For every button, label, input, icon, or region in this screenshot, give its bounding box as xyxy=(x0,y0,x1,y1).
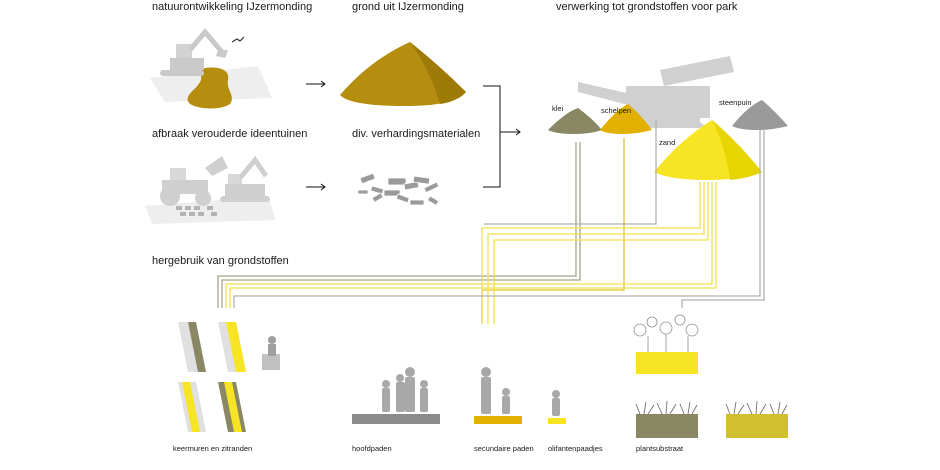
excavator-dune-illustration xyxy=(150,28,272,109)
label-walls: keermuren en zitranden xyxy=(173,444,252,453)
person-icon xyxy=(405,367,415,377)
clay-heap xyxy=(548,108,602,134)
demolition-machines-illustration xyxy=(145,155,276,224)
label-sand: zand xyxy=(659,138,675,147)
flow-arrow-soil xyxy=(306,80,326,88)
person-icon xyxy=(502,388,510,396)
flow-arrow-paving xyxy=(306,183,326,191)
secondary-paths-illustration xyxy=(474,367,522,424)
label-rubble: steenpuin xyxy=(719,98,752,107)
person-icon xyxy=(420,380,428,388)
river-soil-shape xyxy=(187,67,232,109)
label-plant-substrate: plantsubstraat xyxy=(636,444,684,453)
heading-paving: div. verhardingsmaterialen xyxy=(352,128,480,140)
seated-person-icon xyxy=(268,336,276,344)
label-main-paths: hoofdpaden xyxy=(352,444,392,453)
screening-machine xyxy=(578,56,734,132)
bracket-arrow-to-processing xyxy=(483,85,521,188)
heading-reuse: hergebruik van grondstoffen xyxy=(152,255,289,267)
person-icon xyxy=(396,374,404,382)
soil-heap xyxy=(340,42,466,106)
person-icon xyxy=(481,367,491,377)
label-shells: schelpen xyxy=(601,106,631,115)
label-clay: klei xyxy=(552,104,564,113)
label-secondary-paths: secundaire paden xyxy=(474,444,534,453)
heading-dune-restoration: natuurontwikkeling IJzermonding xyxy=(152,1,312,13)
main-paths-illustration xyxy=(352,367,440,424)
distribution-lines xyxy=(217,120,765,324)
plant-substrate-illustration xyxy=(633,314,788,438)
heading-processing: verwerking tot grondstoffen voor park xyxy=(556,1,738,13)
rubble-heap xyxy=(732,100,788,130)
paving-rubble-pile xyxy=(357,172,440,206)
person-icon xyxy=(552,390,560,398)
heading-demolition: afbraak verouderde ideentuinen xyxy=(152,128,307,140)
walls-illustration xyxy=(178,322,280,432)
shells-heap xyxy=(600,104,652,134)
person-icon xyxy=(382,380,390,388)
label-desire-paths: olifantenpaadjes xyxy=(548,444,603,453)
sand-heap xyxy=(654,120,762,180)
heading-soil: grond uit IJzermonding xyxy=(352,1,464,13)
desire-paths-illustration xyxy=(548,390,566,424)
bird-icon xyxy=(231,36,245,43)
